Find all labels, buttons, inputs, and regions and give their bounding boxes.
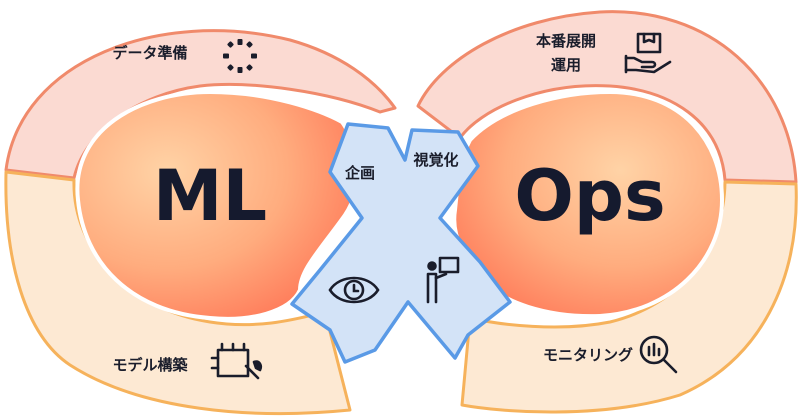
board-wrench-icon <box>210 342 263 380</box>
eye-clock-icon <box>328 276 380 304</box>
presenter-board-icon <box>426 256 460 304</box>
ml-label: ML <box>153 155 267 237</box>
model-build-label: モデル構築 <box>112 356 188 374</box>
magnifier-chart-icon <box>639 335 678 374</box>
ring-right-top <box>416 10 798 184</box>
hand-box-icon <box>624 32 672 74</box>
loading-dots-icon <box>223 39 257 73</box>
planning-label: 企画 <box>344 164 375 182</box>
ops-label: Ops <box>514 155 665 237</box>
data-prep-label: データ準備 <box>112 44 187 62</box>
visualization-label: 視覚化 <box>412 151 458 169</box>
monitoring-label: モニタリング <box>543 346 633 364</box>
ribbon-x <box>290 122 512 364</box>
blob-ml <box>75 89 360 321</box>
blob-ops <box>452 89 725 319</box>
deploy-label-line1: 本番展開 <box>536 32 596 50</box>
deploy-label-line2: 運用 <box>551 56 581 74</box>
